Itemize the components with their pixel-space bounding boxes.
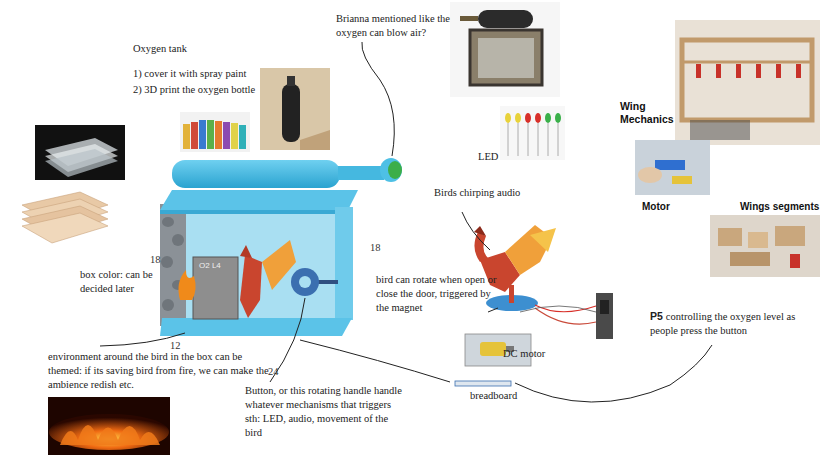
dimension: 24 xyxy=(268,366,279,377)
steampunk-device-photo xyxy=(450,2,560,97)
note: Brianna mentioned like the oxygen can bl… xyxy=(336,12,476,40)
note: 1) cover it with spray paint xyxy=(133,67,246,81)
note: 2) 3D print the oxygen bottle xyxy=(133,83,255,97)
heading-note: Oxygen tank xyxy=(133,42,187,56)
leader-lines xyxy=(100,42,712,402)
note: environment around the bird in the box c… xyxy=(48,350,273,392)
note: Birds chirping audio xyxy=(434,186,524,200)
part-name: LED xyxy=(478,150,498,164)
dimension: 18 xyxy=(150,254,161,265)
motor-photo xyxy=(635,140,710,195)
dimension: 18 xyxy=(370,242,381,253)
code-name: P5 xyxy=(650,310,663,322)
part-name: DC motor xyxy=(503,347,545,361)
note-block: P5controlling the oxygen level as people… xyxy=(650,310,822,338)
dimension: 12 xyxy=(170,340,181,351)
wood-sheets-photo xyxy=(22,192,108,243)
switch-symbol xyxy=(596,293,613,339)
display-box xyxy=(160,158,402,336)
breadboard-icon xyxy=(455,381,511,386)
part-name: breadboard xyxy=(470,389,517,403)
acrylic-sheets-photo xyxy=(35,125,125,180)
panel-text: O2 L4 xyxy=(199,261,221,270)
photo-caption: Motor xyxy=(642,201,670,212)
note: controlling the oxygen level as people p… xyxy=(650,311,795,336)
wing-mechanics-photo xyxy=(675,20,820,145)
note: box color: can be decided later xyxy=(80,268,180,296)
note: Button, or this rotating handle handle w… xyxy=(245,384,405,439)
spray-cans-photo xyxy=(180,112,250,152)
note: bird can rotate when open or close the d… xyxy=(376,273,501,315)
oxygen-bottle-photo xyxy=(260,68,330,150)
led-photo xyxy=(500,106,565,160)
wings-segments-photo xyxy=(710,215,820,277)
photo-caption: Wing Mechanics xyxy=(620,100,690,126)
wire xyxy=(535,308,596,324)
photo-caption: Wings segments xyxy=(740,201,819,212)
fire-photo xyxy=(48,397,170,455)
wire xyxy=(520,306,596,312)
